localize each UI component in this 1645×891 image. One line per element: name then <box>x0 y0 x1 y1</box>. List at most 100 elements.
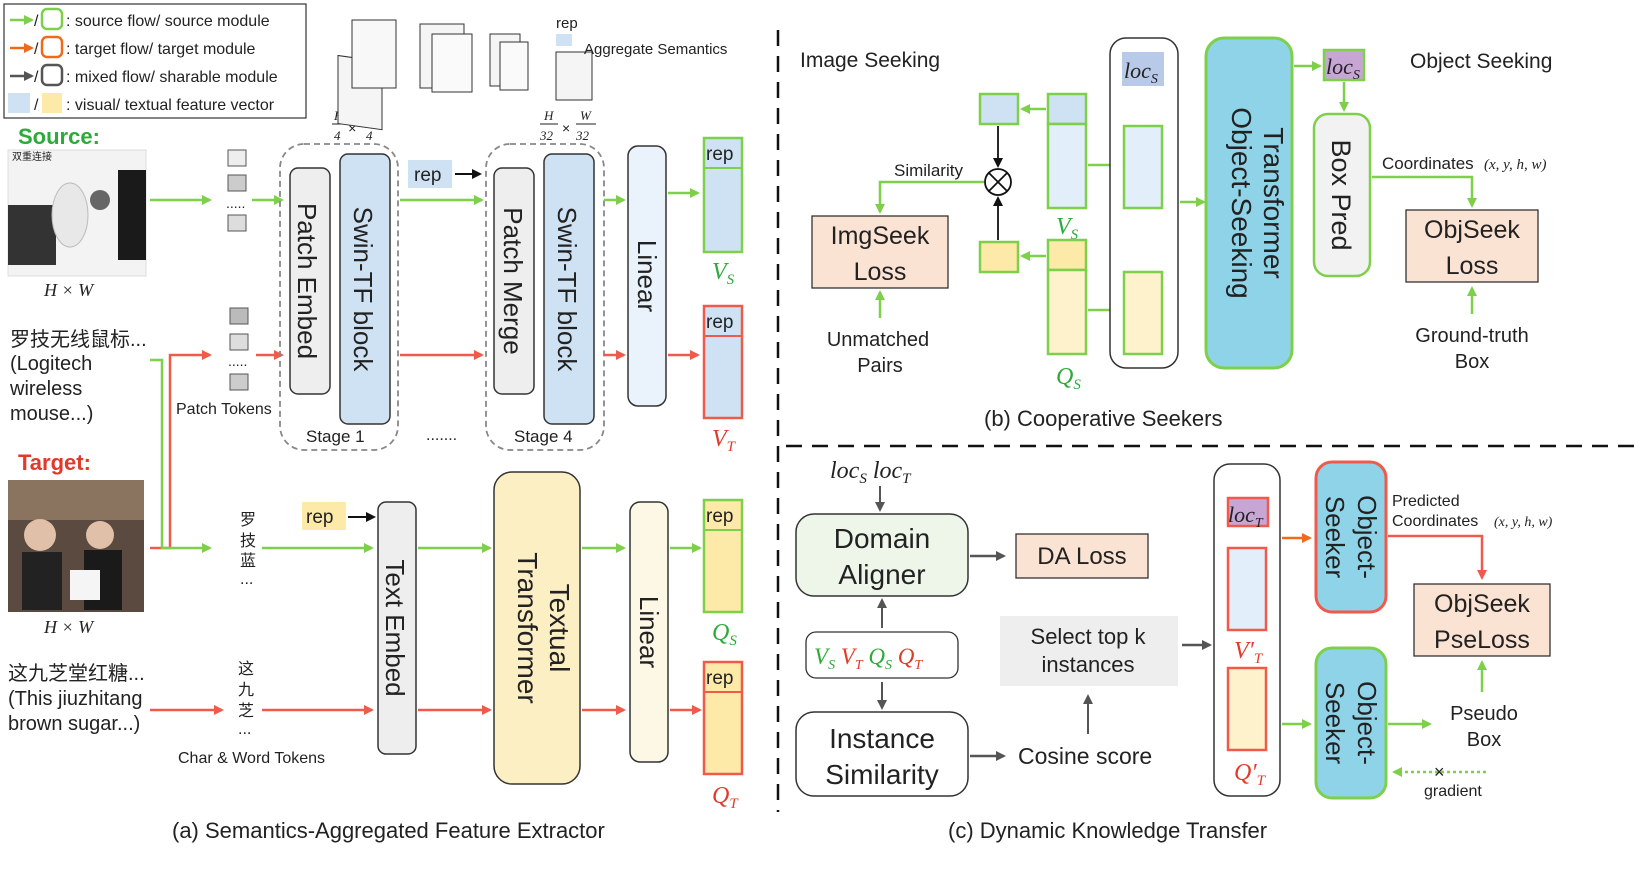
vt-prime-vector <box>1226 546 1268 632</box>
unmatched-label-2: Pairs <box>857 355 903 377</box>
qs-rep-copy <box>978 240 1020 274</box>
swin-block-4 <box>543 153 595 425</box>
swin-block-1-label: Swin-TF block <box>348 207 378 373</box>
legend-mixed-module-icon <box>40 63 64 87</box>
loc-s-output-label: locS <box>1326 54 1360 83</box>
vs-label: VS <box>712 259 735 288</box>
pseudo-box-label-2: Box <box>1467 729 1501 751</box>
mouse-icon <box>51 182 89 248</box>
objseek-pseloss-box <box>1413 583 1551 657</box>
domain-aligner-label-2: Aligner <box>838 559 925 590</box>
vt-vector <box>702 304 744 420</box>
stage4-box <box>485 143 605 451</box>
features-box <box>805 631 959 679</box>
tablet-icon <box>118 170 146 260</box>
stage1-box <box>279 143 399 451</box>
legend-target-module-icon <box>40 35 64 59</box>
svg-text:W: W <box>580 108 592 123</box>
imgseek-loss-label-2: Loss <box>854 258 907 286</box>
legend-textual-vector-icon <box>42 93 62 113</box>
textual-transformer-block <box>493 471 581 785</box>
patch-merge-block <box>493 167 535 395</box>
qs-label: QS <box>712 620 737 649</box>
patch-tokens-label: Patch Tokens <box>176 401 272 418</box>
loc-t-label: locT <box>1228 502 1264 531</box>
svg-text:32: 32 <box>539 128 554 143</box>
da-loss-box <box>1015 533 1149 579</box>
rep-token-visual-label: rep <box>414 165 441 186</box>
ost-label-2: Transformer <box>1258 127 1289 278</box>
image-seeking-label: Image Seeking <box>800 49 940 72</box>
legend-source-module-icon <box>40 7 64 31</box>
vs-body <box>1046 122 1088 210</box>
instance-similarity-label-1: Instance <box>829 723 935 754</box>
predicted-tuple: (x, y, h, w) <box>1494 515 1553 530</box>
qt-prime-label: Q′T <box>1234 760 1267 789</box>
usb-icon <box>90 190 110 210</box>
legend-feature-label: : visual/ textual feature vector <box>66 97 275 114</box>
legend-visual-vector-icon <box>8 93 30 113</box>
source-title: Source: <box>18 124 100 149</box>
svg-text:芝: 芝 <box>238 702 254 720</box>
textual-transformer-label-1: Textual <box>544 584 575 673</box>
target-text-line-3: brown sugar...) <box>8 713 140 735</box>
panel-b: Image Seeking Object Seeking VS QS Simil… <box>800 36 1552 431</box>
legend: / : source flow/ source module / : targe… <box>3 3 307 119</box>
predicted-label-1: Predicted <box>1392 493 1460 510</box>
source-product-image: 双重连接 <box>7 149 147 277</box>
textual-transformer-label-2: Transformer <box>512 552 543 703</box>
legend-mixed-label: : mixed flow/ sharable module <box>66 69 278 86</box>
stage-dots: ....... <box>426 427 457 444</box>
vs-rep-slot <box>1046 92 1088 126</box>
source-patch-tokens: ..... <box>226 149 247 232</box>
object-seeking-transformer <box>1204 36 1294 370</box>
loc-t-token <box>1226 496 1270 528</box>
vs-vector <box>702 136 744 254</box>
imgseek-loss-box <box>811 215 949 289</box>
rep-token-textual <box>302 502 346 530</box>
qs-rep: rep <box>706 506 733 527</box>
svg-text:4: 4 <box>366 128 373 143</box>
svg-text:.....: ..... <box>228 353 247 369</box>
panel-c: locS locT Domain Aligner DA Loss VS VT Q… <box>795 458 1553 843</box>
stage4-label: Stage 4 <box>514 427 573 446</box>
loc-s-output <box>1322 48 1366 82</box>
swin-block-1 <box>339 153 391 425</box>
source-char-tokens: 罗 技 蓝 ... <box>240 511 256 588</box>
linear-textual-block <box>629 501 669 763</box>
vt-label: VT <box>712 426 737 455</box>
text-embed-label: Text Embed <box>380 559 410 696</box>
svg-text:/: / <box>34 69 39 86</box>
object-seeker-source-label-1: Object- <box>1352 681 1382 765</box>
linear-visual-label: Linear <box>632 240 662 313</box>
object-seeker-target-label-1: Object- <box>1352 495 1382 579</box>
qt-vector <box>702 660 744 776</box>
box-pred-label: Box Pred <box>1326 139 1356 250</box>
patch-embed-label: Patch Embed <box>292 203 322 359</box>
imgseek-loss-label-1: ImgSeek <box>831 222 930 250</box>
select-top-label-1: Select top k <box>1031 624 1147 649</box>
rep-token-textual-label: rep <box>306 507 333 528</box>
stage1-label: Stage 1 <box>306 427 365 446</box>
qs-vector <box>702 498 744 614</box>
ground-truth-label-1: Ground-truth <box>1415 325 1528 347</box>
features-list: VS VT QS QT <box>814 644 923 673</box>
aggregate-semantics-label: Aggregate Semantics <box>584 41 727 58</box>
svg-text:...: ... <box>240 571 253 588</box>
domain-aligner-block <box>795 513 969 597</box>
patch-merge-label: Patch Merge <box>498 207 528 354</box>
select-top-k-box <box>1000 616 1178 686</box>
svg-text:4: 4 <box>334 128 341 143</box>
source-text-line-2: (Logitech <box>10 353 92 375</box>
loc-st-label: locS locT <box>830 458 912 487</box>
loc-s-label: locS <box>1124 58 1158 87</box>
objseek-pseloss-label-2: PseLoss <box>1434 626 1530 654</box>
qt-label: QT <box>712 783 739 812</box>
cosine-score-label: Cosine score <box>1018 743 1152 769</box>
source-text-line-3: wireless <box>9 378 82 400</box>
text-embed-block <box>377 501 417 755</box>
ost-label-1: Object-Seeking <box>1226 107 1257 298</box>
predicted-label-2: Coordinates <box>1392 513 1478 530</box>
objseek-loss-label-1: ObjSeek <box>1424 216 1520 244</box>
target-text: 这九芝堂红糖... (This jiuzhitang brown sugar..… <box>8 662 145 735</box>
